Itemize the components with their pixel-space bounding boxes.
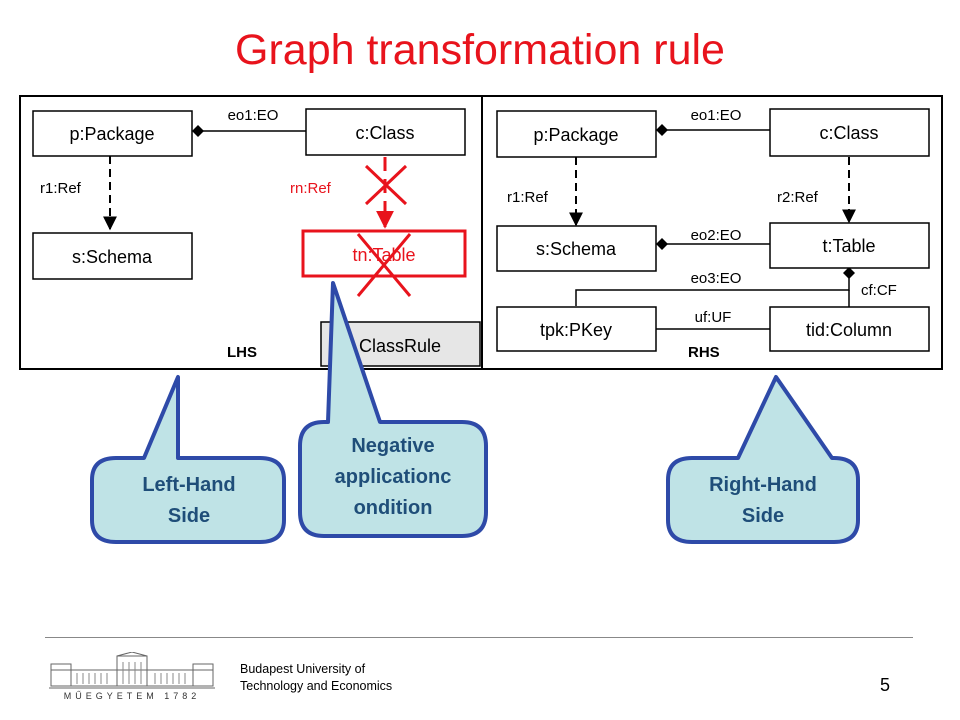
nac-node-cross-b (356, 233, 412, 297)
nac-edge-cross-b (364, 164, 408, 206)
nac-callout (298, 281, 488, 538)
lhs-package-node (32, 110, 193, 157)
nac-callout-line3: ondition (354, 497, 433, 519)
nac-table-node (301, 229, 467, 278)
rhs-callout (666, 375, 860, 544)
rhs-eo1-diamond (656, 124, 668, 136)
nac-rn-label: rn:Ref (290, 180, 332, 197)
rhs-class-node (769, 108, 930, 157)
nac-callout-line1: Negative (351, 435, 434, 457)
rhs-package-label: p:Package (533, 125, 618, 145)
rhs-table-node (769, 222, 930, 269)
footer-university-line2: Technology and Economics (240, 679, 393, 693)
rhs-eo2-diamond (656, 238, 668, 250)
lhs-eo1-diamond (192, 125, 204, 137)
rhs-callout-line2: Side (742, 505, 784, 527)
rhs-r1-label: r1:Ref (507, 189, 549, 206)
rhs-pkey-label: tpk:PKey (540, 320, 612, 340)
logo-text: MŰEGYETEM 1782 (64, 691, 201, 701)
lhs-callout-line1: Left-Hand (142, 474, 235, 496)
university-logo: MŰEGYETEM 1782 (49, 652, 215, 701)
nac-callout-line2: applicationc (335, 466, 452, 488)
rhs-eo3-label: eo3:EO (691, 270, 742, 287)
lhs-schema-label: s:Schema (72, 247, 153, 267)
footer-university: Budapest University of Technology and Ec… (240, 661, 392, 695)
rhs-pkey-node (496, 306, 657, 352)
nac-table-label: tn:Table (352, 245, 415, 265)
rhs-package-node (496, 110, 657, 158)
lhs-eo1-label: eo1:EO (228, 107, 279, 124)
rhs-column-node (769, 306, 930, 352)
rhs-eo3-edge (575, 276, 850, 306)
rhs-label: RHS (688, 344, 720, 361)
rhs-schema-label: s:Schema (536, 239, 617, 259)
lhs-package-label: p:Package (69, 124, 154, 144)
rhs-eo3-diamond (843, 267, 855, 279)
rule-name: ClassRule (359, 336, 441, 356)
rhs-eo1-label: eo1:EO (691, 107, 742, 124)
lhs-r1-label: r1:Ref (40, 180, 82, 197)
lhs-label: LHS (227, 344, 257, 361)
rhs-callout-line1: Right-Hand (709, 474, 817, 496)
lhs-callout (90, 375, 286, 544)
lhs-callout-line2: Side (168, 505, 210, 527)
slide-title: Graph transformation rule (235, 26, 725, 74)
lhs-class-node (305, 108, 466, 156)
footer-university-line1: Budapest University of (240, 662, 366, 676)
rhs-schema-node (496, 225, 657, 272)
lhs-schema-node (32, 232, 193, 280)
rhs-eo2-label: eo2:EO (691, 227, 742, 244)
rhs-column-label: tid:Column (806, 320, 892, 340)
lhs-class-label: c:Class (355, 123, 414, 143)
rhs-class-label: c:Class (819, 123, 878, 143)
rhs-r2-label: r2:Ref (777, 189, 819, 206)
rhs-table-label: t:Table (822, 236, 875, 256)
page-number: 5 (880, 675, 891, 695)
rhs-uf-label: uf:UF (695, 309, 732, 326)
footer-divider (45, 637, 913, 638)
rhs-cf-label: cf:CF (861, 282, 897, 299)
